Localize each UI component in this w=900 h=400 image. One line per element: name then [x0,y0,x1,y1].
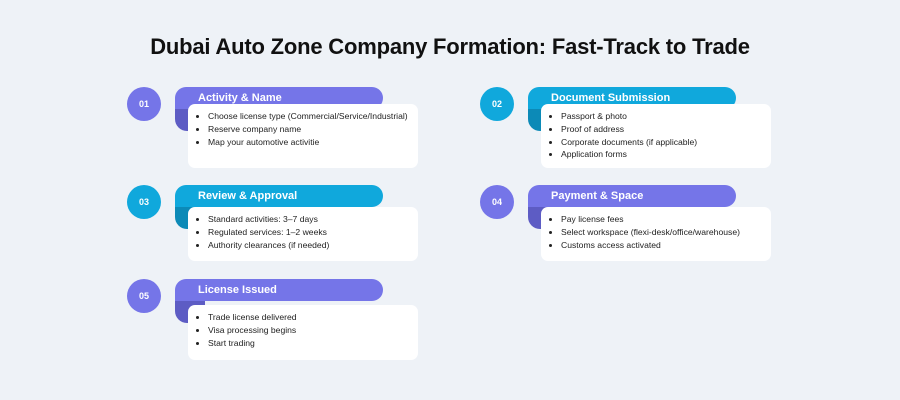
list-item: Pay license fees [561,213,763,226]
step-number-badge: 01 [127,87,161,121]
list-item: Start trading [208,337,410,350]
step-04: 04 Payment & Space Pay license fees Sele… [480,185,780,275]
step-title: Review & Approval [175,185,383,207]
step-05: 05 License Issued Trade license delivere… [127,279,427,369]
list-item: Visa processing begins [208,324,410,337]
step-03: 03 Review & Approval Standard activities… [127,185,427,275]
step-02: 02 Document Submission Passport & photo … [480,87,780,177]
list-item: Regulated services: 1–2 weeks [208,226,410,239]
step-details-card: Pay license fees Select workspace (flexi… [541,207,771,261]
list-item: Proof of address [561,123,763,136]
list-item: Application forms [561,148,763,161]
list-item: Corporate documents (if applicable) [561,136,763,149]
step-number-badge: 02 [480,87,514,121]
step-title: Payment & Space [528,185,736,207]
step-details-card: Passport & photo Proof of address Corpor… [541,104,771,168]
list-item: Passport & photo [561,110,763,123]
list-item: Map your automotive activitie [208,136,410,149]
list-item: Trade license delivered [208,311,410,324]
page-title: Dubai Auto Zone Company Formation: Fast-… [150,34,750,59]
list-item: Authority clearances (if needed) [208,239,410,252]
step-number-badge: 05 [127,279,161,313]
step-number-badge: 03 [127,185,161,219]
step-title: License Issued [175,279,383,301]
list-item: Customs access activated [561,239,763,252]
step-details-card: Choose license type (Commercial/Service/… [188,104,418,168]
step-title: Activity & Name [175,87,383,109]
step-01: 01 Activity & Name Choose license type (… [127,87,427,177]
list-item: Reserve company name [208,123,410,136]
step-title: Document Submission [528,87,736,109]
step-details-card: Standard activities: 3–7 days Regulated … [188,207,418,261]
step-details-card: Trade license delivered Visa processing … [188,305,418,360]
list-item: Standard activities: 3–7 days [208,213,410,226]
list-item: Choose license type (Commercial/Service/… [208,110,410,123]
step-number-badge: 04 [480,185,514,219]
list-item: Select workspace (flexi-desk/office/ware… [561,226,763,239]
